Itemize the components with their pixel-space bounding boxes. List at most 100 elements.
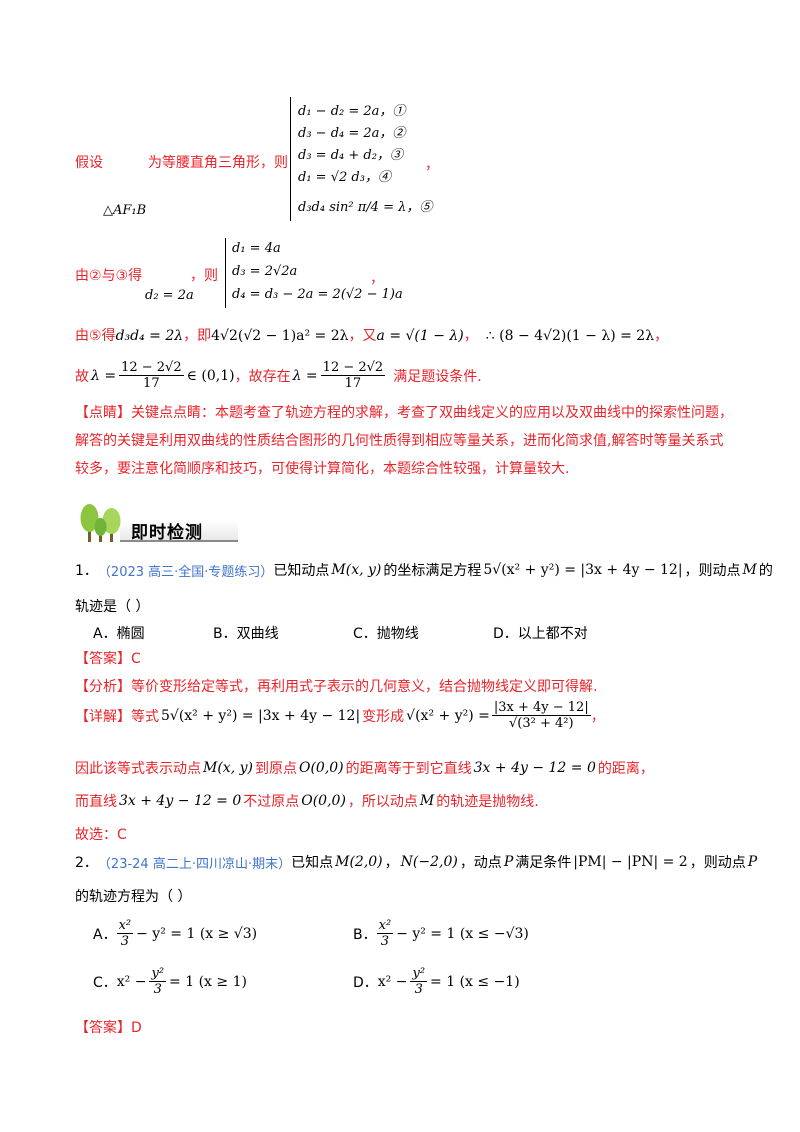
equation-system-2 [225,238,226,308]
comment-text-1: 关键点点睛：本题考查了轨迹方程的求解，考查了双曲线定义的应用以及双曲线中的探索性… [131,405,733,421]
system2-line-3: d₄ = d₃ − 2a = 2(√2 − 1)a [232,287,403,302]
then-label: ，则 [190,268,218,284]
q2-optc-pre: x² − [116,973,147,990]
system2-line-2: d₃ = 2√2a [232,264,298,279]
triangle-label: △AF₁B [103,203,147,218]
assume-prefix: 假设 [75,155,103,171]
q1-detail-a: 等式 [131,708,159,725]
comment-tag: 【点睛】 [75,405,131,421]
d3d4-eq: d₃d₄ = 2λ [115,328,184,344]
q1-detail-tag: 【详解】 [75,708,131,725]
q1-option-c[interactable]: C．抛物线 [353,626,419,642]
q1-r1-a: 因此该等式表示动点 [75,761,201,777]
comma-1: ， [463,328,478,344]
q2-answer-value: D [131,1020,142,1036]
q2-answer-tag: 【答案】 [75,1020,131,1036]
lambda-eq-1: λ = [91,367,117,384]
q2-optb-num: x² [376,918,394,934]
q1-detail-eq2: √(x² + y²) = [406,707,490,724]
q2-opta-den: 3 [120,934,129,949]
q2-optc-label: C． [93,974,117,991]
q1-option-a[interactable]: A．椭圆 [93,626,145,642]
q2-optd-text: = 1 (x ≤ −1) [430,973,520,990]
q2-optb-text: − y² = 1 (x ≤ −√3) [396,925,529,942]
lambda-num-2: 12 − 2√2 [320,360,386,376]
q1-r2-d: 的轨迹是抛物线. [436,794,539,810]
q1-equation: 5√(x² + y²) = |3x + 4y − 12| [483,562,683,578]
system1-line-1: d₁ − d₂ = 2a，① [298,104,406,119]
q1-r1-c: 的距离等于到它直线 [345,761,472,777]
from-23-label: 由②与③得 [75,268,143,284]
q1-r1-origin: O(0,0) [298,760,344,776]
q1-point: M(x, y) [331,562,382,578]
q2-opta-text: − y² = 1 (x ≥ √3) [136,925,258,942]
exists-label: ，故存在 [234,368,291,385]
q1-number: 1． [75,563,98,579]
q2-opta-label: A． [93,926,117,943]
q2-p: P [503,854,514,870]
q1-detail-eq1: 5√(x² + y²) = |3x + 4y − 12| [161,707,361,724]
q1-analysis: 【分析】等价变形给定等式，再利用式子表示的几何意义，结合抛物线定义即可得解. [75,676,597,696]
therefore-eq: ∴ (8 − 4√2)(1 − λ) = 2λ [485,328,655,344]
q2-optb-label: B． [353,926,377,943]
q2-optd-num: y² [410,966,428,982]
q2-optc-num: y² [149,966,167,982]
that-is-label: ，即 [183,328,212,344]
q1-r2-c: ，所以动点 [347,794,418,810]
q2-optc-text: = 1 (x ≥ 1) [169,973,247,990]
q2-text-d: ，则动点 [689,855,746,871]
q2-condition: |PM| − |PN| = 2 [573,854,688,870]
q1-analysis-tag: 【分析】 [75,679,131,695]
q2-text-b: ，动点 [459,855,502,871]
q2-line-2: 的轨迹方程为（ ） [75,889,192,905]
q1-detail-line: 【详解】 等式 5√(x² + y²) = |3x + 4y − 12| 变形成… [75,700,605,731]
q1-r1-line: 3x + 4y − 12 = 0 [473,760,596,776]
q1-line-2: 轨迹是（ ） [75,599,150,615]
q1-text-d: 的 [758,563,773,579]
assume-suffix: 为等腰直角三角形，则 [148,155,288,171]
q1-line-1: 1． （2023 高三·全国·专题练习） 已知动点 M(x, y) 的坐标满足方… [75,560,773,580]
q2-source: （23-24 高二上·四川凉山·期末） [97,856,292,872]
system1-line-4: d₁ = √2 d₃，④ [298,170,391,185]
system2-tail: ， [370,271,384,287]
q1-r1-point: M(x, y) [203,760,253,776]
q1-detail-num: |3x + 4y − 12| [491,700,591,716]
q1-choose: 故选：C [75,824,127,844]
satisfy-label: 满足题设条件. [393,368,482,385]
q2-text-a: 已知点 [291,855,334,871]
lambda-num-1: 12 − 2√2 [119,360,184,376]
q1-text-b: 的坐标满足方程 [383,563,482,579]
q2-number: 2． [75,855,98,871]
comment-line-3: 较多，要注意化简顺序和技巧，可使得计算简化，本题综合性较强，计算量较大. [75,461,570,477]
q2-optd-label: D． [353,974,378,991]
lambda-den-1: 17 [143,376,160,391]
q1-text-a: 已知动点 [273,563,330,579]
q1-r2-m: M [419,793,435,809]
q2-optd-den: 3 [414,982,423,997]
q2-point-m: M(2,0) [335,854,383,870]
q1-choose-tag: 故选： [75,827,117,843]
q1-detail-den: √(3² + 4²) [509,716,574,731]
q1-r2-a: 而直线 [75,794,117,810]
q1-option-d[interactable]: D．以上都不对 [493,626,588,642]
q1-detail-fraction: |3x + 4y − 12|√(3² + 4²) [491,700,591,731]
tree-icon [80,504,121,542]
q2-answer: 【答案】D [75,1017,142,1037]
comma-2: ， [654,328,669,344]
q1-option-b[interactable]: B．双曲线 [213,626,279,642]
q1-analysis-text: 等价变形给定等式，再利用式子表示的几何意义，结合抛物线定义即可得解. [131,679,598,695]
also-label: ，又 [348,328,377,344]
lambda-eq-2: λ = [292,367,318,384]
q2-optd-pre: x² − [377,973,408,990]
q1-r2-origin: O(0,0) [301,793,346,809]
q2-line-1: 2． （23-24 高二上·四川凉山·期末） 已知点 M(2,0) ， N(−2… [75,852,759,872]
